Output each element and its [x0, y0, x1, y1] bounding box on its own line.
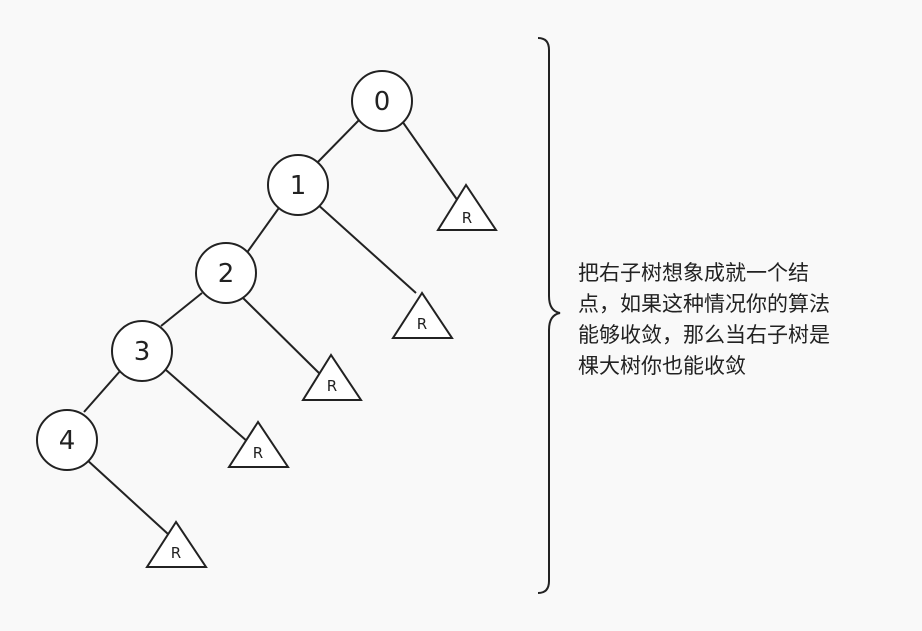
subtree-triangle	[227, 420, 290, 468]
node-circle	[111, 320, 173, 382]
node-label: 2	[218, 259, 235, 289]
tree-node-3: 3	[111, 320, 173, 382]
edge-0-1	[313, 116, 363, 167]
subtree-triangle	[145, 520, 208, 568]
annotation-line-3: 能够收敛，那么当右子树是	[578, 323, 830, 347]
edge-1-r	[315, 202, 417, 294]
annotation-line-4: 棵大树你也能收敛	[578, 354, 746, 378]
node-label: 4	[59, 426, 76, 456]
tree-node-0: 0	[351, 70, 413, 132]
tree-node-1: 1	[267, 154, 329, 216]
node-circle	[351, 70, 413, 132]
node-circle	[267, 154, 329, 216]
annotation-text: 把右子树想象成就一个结 点，如果这种情况你的算法 能够收敛，那么当右子树是 棵大…	[578, 258, 908, 382]
right-subtree-1: R	[391, 291, 454, 339]
edge-4-r	[85, 458, 169, 535]
subtree-label: R	[327, 377, 337, 395]
subtree-label: R	[417, 315, 427, 333]
edge-3-4	[83, 369, 122, 413]
edge-2-r	[239, 294, 323, 377]
annotation-line-2: 点，如果这种情况你的算法	[578, 292, 830, 316]
node-label: 3	[134, 337, 151, 367]
edge-2-3	[160, 292, 203, 327]
tree-node-4: 4	[36, 409, 98, 471]
right-curly-brace	[537, 37, 561, 594]
annotation-line-1: 把右子树想象成就一个结	[578, 261, 809, 285]
node-label: 0	[374, 87, 391, 117]
subtree-triangle	[436, 183, 498, 231]
edge-3-r	[165, 369, 249, 443]
edge-0-r	[401, 120, 459, 202]
subtree-triangle	[301, 353, 363, 401]
right-subtree-0: R	[436, 183, 498, 231]
subtree-label: R	[462, 209, 472, 227]
tree-node-2: 2	[195, 242, 257, 304]
right-subtree-2: R	[301, 353, 363, 401]
right-subtree-4: R	[145, 520, 208, 568]
edge-1-2	[245, 204, 282, 255]
subtree-triangle	[391, 291, 454, 339]
node-label: 1	[290, 171, 307, 201]
node-circle	[36, 409, 98, 471]
subtree-label: R	[253, 444, 263, 462]
subtree-label: R	[171, 544, 181, 562]
right-subtree-3: R	[227, 420, 290, 468]
node-circle	[195, 242, 257, 304]
